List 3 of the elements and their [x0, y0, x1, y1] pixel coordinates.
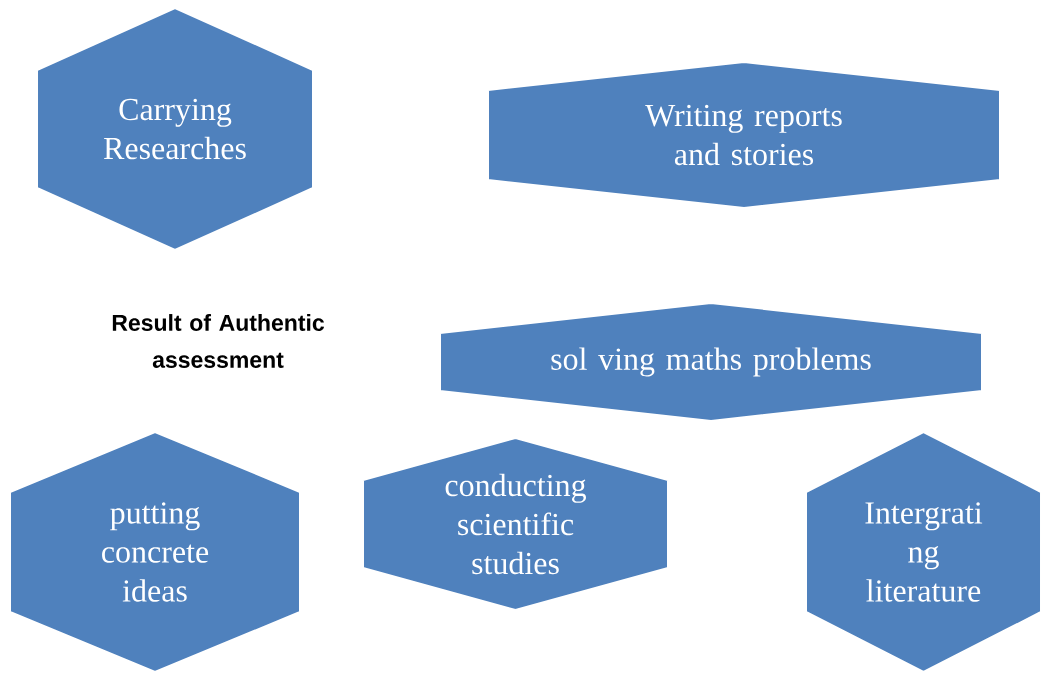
heading-text: Result of Authentic assessment [112, 314, 324, 368]
hexagon: Writing reports and stories [487, 61, 1001, 209]
hexagon: sol ving maths problems [439, 302, 983, 422]
